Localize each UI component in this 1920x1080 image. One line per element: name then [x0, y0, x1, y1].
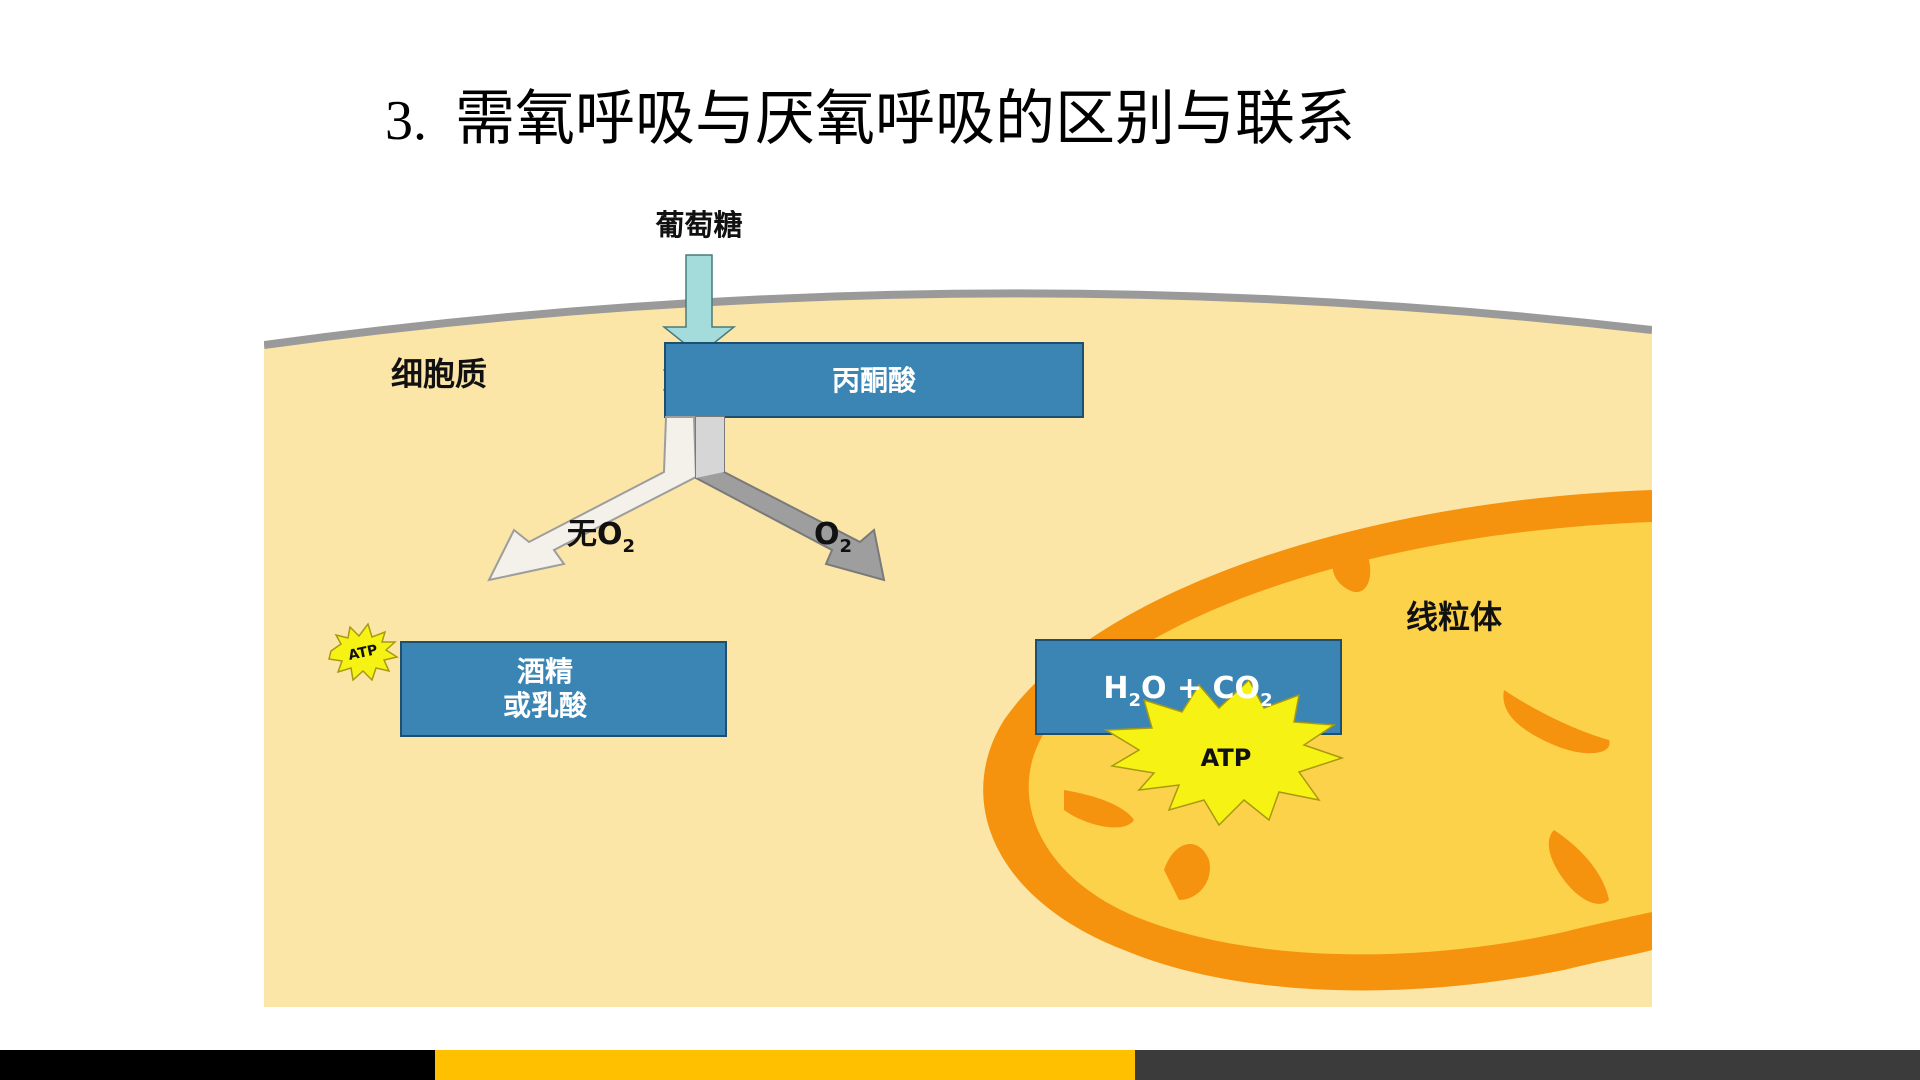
- aerobic-mid: O + CO: [1141, 671, 1260, 706]
- atp-label-large: ATP: [1201, 744, 1252, 772]
- aerobic-product-label: H2O + CO2: [1103, 671, 1272, 711]
- anaerobic-product-line2: 或乳酸: [503, 689, 588, 722]
- oxygen-prefix: O: [814, 517, 840, 552]
- cell-membrane: [264, 289, 1652, 349]
- no-oxygen-label: 无O2: [567, 517, 635, 557]
- atp-label-small: ATP: [347, 642, 379, 664]
- atp-star-large: [1103, 678, 1345, 827]
- aerobic-co-subscript: 2: [1260, 690, 1273, 711]
- anaerobic-arrow: [487, 416, 698, 582]
- mitochondria-label: 线粒体: [1406, 598, 1502, 636]
- footer-segment-yellow: [435, 1050, 1135, 1080]
- diagram-canvas: 葡萄糖 细胞质 丙酮酸 无O2 O2 线粒体 酒精 或乳酸 H2O + CO2 …: [264, 210, 1652, 1007]
- title-number: 3.: [385, 90, 427, 152]
- respiration-diagram: 葡萄糖 细胞质 丙酮酸 无O2 O2 线粒体 酒精 或乳酸 H2O + CO2 …: [264, 210, 1652, 1007]
- no-oxygen-prefix: 无O: [567, 517, 623, 552]
- atp-star-small: [328, 622, 399, 682]
- aerobic-h-subscript: 2: [1128, 690, 1141, 711]
- pyruvate-label: 丙酮酸: [832, 364, 917, 397]
- aerobic-h: H: [1103, 671, 1128, 706]
- no-oxygen-subscript: 2: [622, 536, 635, 557]
- footer-segment-gray: [1135, 1050, 1920, 1080]
- title-text: 需氧呼吸与厌氧呼吸的区别与联系: [455, 84, 1355, 154]
- glucose-label: 葡萄糖: [655, 210, 742, 242]
- footer-bar: [0, 1050, 1920, 1080]
- anaerobic-product-line1: 酒精: [517, 655, 573, 688]
- footer-segment-black: [0, 1050, 435, 1080]
- anaerobic-product-box: [400, 641, 727, 737]
- cytoplasm-label: 细胞质: [391, 355, 487, 393]
- slide-title: 3. 需氧呼吸与厌氧呼吸的区别与联系: [385, 70, 1355, 154]
- oxygen-subscript: 2: [840, 536, 853, 557]
- pyruvate-box: [664, 342, 1084, 418]
- oxygen-label: O2: [814, 517, 852, 557]
